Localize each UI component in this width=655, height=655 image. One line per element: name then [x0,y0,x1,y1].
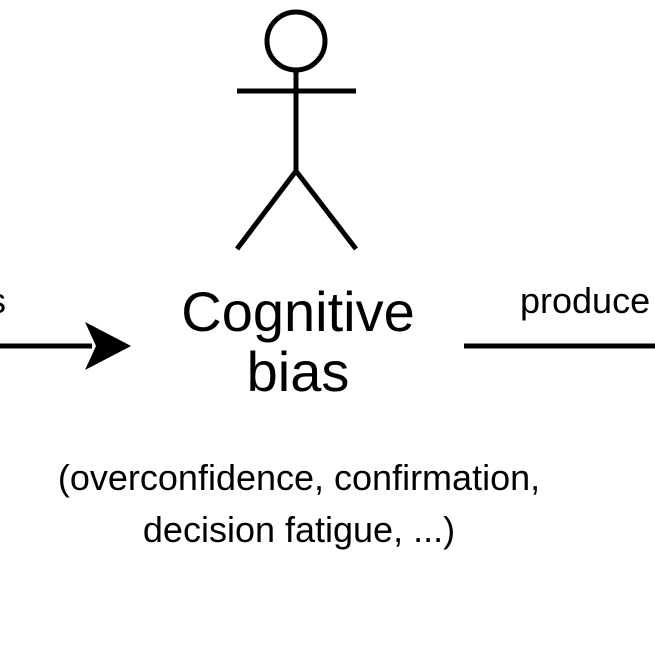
actor-title-line2: bias [246,340,350,403]
actor-title-line1: Cognitive [181,280,415,343]
outgoing-edge-label: produce [520,280,651,321]
incoming-edge [0,322,131,370]
actor-detail-line2: decision fatigue, ...) [142,509,456,550]
actor-title: Cognitive bias [130,282,466,402]
stick-figure-head [264,9,328,73]
actor-detail-line1: (overconfidence, confirmation, [57,457,541,498]
actor-detail: (overconfidence, confirmation, decision … [0,452,598,556]
arrow-right-icon [85,322,131,370]
stick-figure-icon [235,9,358,251]
incoming-edge-label: s [0,283,6,319]
stick-figure-right-leg [294,169,358,251]
stick-figure-left-leg [235,169,298,251]
